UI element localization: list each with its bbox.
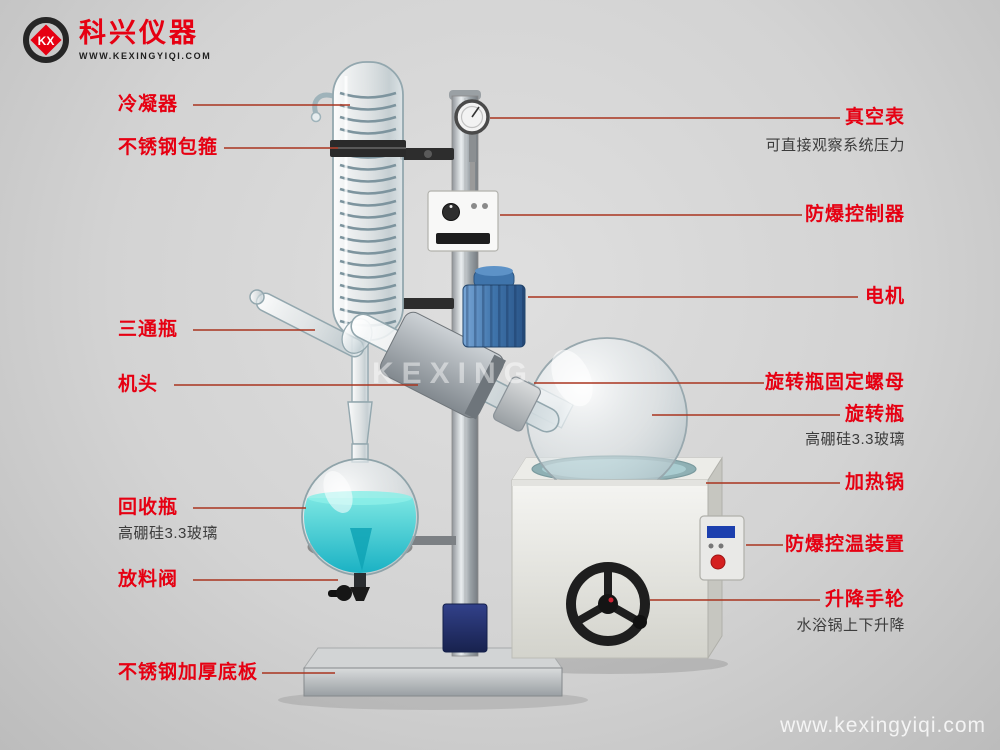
flask-fixing-nut: [492, 376, 542, 432]
recovery-flask: [301, 458, 419, 576]
label-motor: 电机: [864, 286, 905, 307]
label-recovery-flask: 回收瓶: [118, 497, 179, 518]
temp-control-device: [699, 515, 745, 581]
logo-kx-icon: KX: [23, 17, 69, 63]
recovery-liquid: [304, 491, 416, 573]
label-base-plate: 不锈钢加厚底板: [118, 662, 259, 683]
ring-rod: [398, 536, 456, 545]
temp-display: [707, 526, 735, 538]
label-flask-nut: 旋转瓶固定螺母: [764, 372, 905, 393]
condenser-coil: [339, 88, 397, 332]
label-three-way: 三通瓶: [118, 319, 179, 340]
label-controller: 防爆控制器: [804, 204, 905, 225]
head-assembly: [350, 266, 560, 433]
hand-wheel: [566, 562, 650, 646]
label-condenser: 冷凝器: [118, 94, 179, 115]
red-button: [710, 554, 726, 570]
label-hand-wheel: 升降手轮: [824, 589, 905, 610]
discharge-valve: [328, 573, 370, 601]
condenser-top-hook: [312, 92, 334, 115]
sublabel-recovery-flask: 高硼硅3.3玻璃: [118, 525, 218, 542]
sublabel-vacuum-gauge: 可直接观察系统压力: [765, 137, 905, 154]
brand-name: 科兴仪器: [79, 17, 199, 48]
label-temp-control: 防爆控温装置: [784, 534, 905, 555]
controller-box: [427, 190, 499, 252]
svg-text:KX: KX: [38, 34, 55, 48]
gauge-rod: [470, 130, 475, 196]
condenser: [310, 61, 406, 463]
brand-logo: KX 科兴仪器 WWW.KEXINGYIQI.COM: [22, 16, 211, 64]
label-vacuum-gauge: 真空表: [844, 107, 905, 128]
controller-knob: [442, 203, 460, 221]
brand-site-url: WWW.KEXINGYIQI.COM: [79, 50, 212, 61]
sublabel-rotary-flask: 高硼硅3.3玻璃: [805, 431, 905, 448]
label-rotary-flask: 旋转瓶: [844, 404, 905, 425]
lower-bracket: [402, 298, 454, 309]
controller-display: [436, 233, 490, 244]
label-discharge-valve: 放料阀: [118, 569, 179, 590]
label-clamp: 不锈钢包箍: [118, 137, 219, 158]
vacuum-gauge: [454, 99, 490, 162]
label-head: 机头: [118, 374, 159, 395]
wheel-grip-knob: [633, 615, 647, 629]
logo-text: 科兴仪器 WWW.KEXINGYIQI.COM: [79, 17, 212, 61]
corner-watermark: www.kexingyiqi.com: [780, 714, 986, 737]
label-heating-pot: 加热锅: [844, 472, 905, 493]
sublabel-hand-wheel: 水浴锅上下升降: [796, 617, 905, 634]
lift-block: [442, 603, 488, 653]
leader-lines: [174, 104, 858, 674]
heating-pot: [511, 456, 723, 660]
liquid-vortex: [350, 528, 372, 571]
